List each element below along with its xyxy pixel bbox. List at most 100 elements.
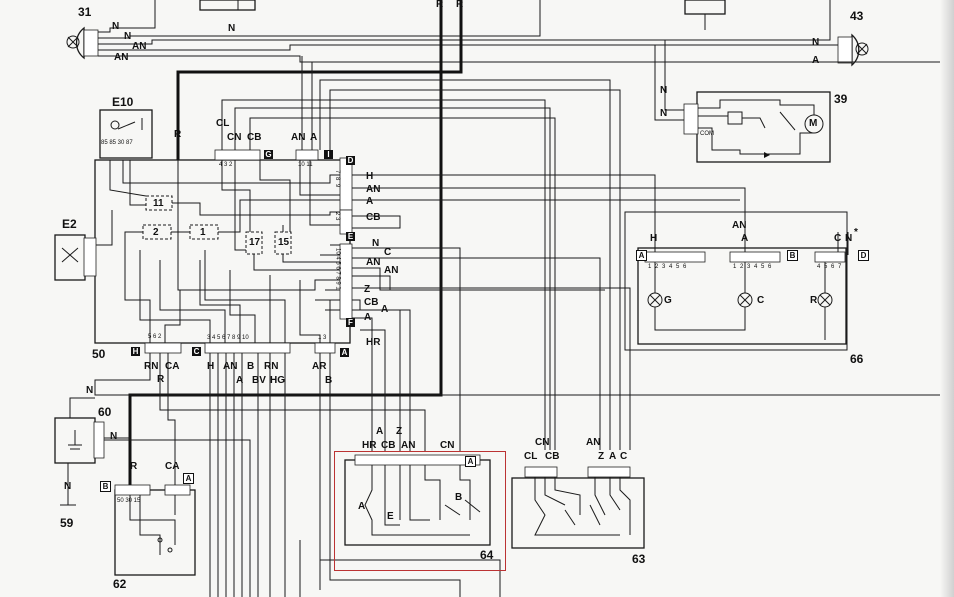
connector-code-a-66: A [636,250,647,261]
component-62 [114,484,196,576]
wire-h-bottom: H [207,361,215,372]
component-66 [624,211,848,351]
wires-top [98,0,838,485]
wire-b-bottom-2: B [325,375,333,386]
connector-code-a-64: A [465,456,476,467]
connector-code-a-62: A [183,473,194,484]
wire-a-top: A [310,132,318,143]
component-60 [54,397,130,506]
connector-code-e: E [346,232,355,241]
wire-b-bottom: B [247,361,255,372]
wire-an-right: AN [366,184,381,195]
c66-h: H [650,233,658,244]
c62-ca: CA [165,461,180,472]
c66-c: C [834,233,842,244]
c66-lamp-g: G [664,295,672,306]
c39-com: COM [700,131,714,137]
c63-z: Z [598,451,605,462]
pins-62: 50 30 15 [117,498,141,504]
wire-cb-right: CB [366,212,381,223]
component-64 [344,454,491,546]
wire-an-bottom: AN [223,361,238,372]
c64-an: AN [401,440,416,451]
component-e2 [54,234,97,281]
c63-c: C [620,451,628,462]
wire-a-right-2: A [364,312,372,323]
label-e10: E10 [112,95,134,109]
label-39: 39 [834,92,848,106]
wire-cb: CB [247,132,262,143]
pins-h: 5 6 2 [148,334,162,340]
wire-rn-bottom: RN [144,361,159,372]
page-edge-shadow [940,0,954,597]
c31-an1: AN [132,41,147,52]
pins-i: 10 11 [298,162,313,168]
pins-a: 1 3 [318,335,327,341]
wire-ca-bottom: CA [165,361,180,372]
connector-code-h: H [131,347,140,356]
label-62: 62 [113,577,127,591]
pins-f: 10 4 5 6 7 8 9 1 [334,248,341,290]
connector-code-b-62: B [100,481,111,492]
wire-a-bottom: A [236,375,244,386]
c66-an: AN [732,220,747,231]
wire-an-right-3: AN [384,265,399,276]
wire-r-bottom: R [157,374,165,385]
label-59: 59 [60,516,74,530]
connector-code-a: A [340,348,349,357]
component-e10 [99,109,153,159]
c39-motor: M [809,118,818,129]
wire-r-left: R [174,129,182,140]
connector-code-d-66: D [858,250,869,261]
component-31-lamp [66,26,99,60]
wire-an-right-2: AN [366,257,381,268]
c64-cb: CB [381,440,396,451]
c64-z-top: Z [396,426,403,437]
c60-n3: N [64,481,72,492]
wire-an-top: AN [291,132,306,143]
pins-d: 7 8 9 [334,170,340,189]
c64-b: B [455,492,463,503]
c66-n: N [845,233,853,244]
pins-66a: 1 2 3 4 5 6 [648,264,688,270]
connector-code-b-66: B [787,250,798,261]
c64-cn: CN [440,440,455,451]
c39-n2: N [660,108,668,119]
wire-c-right: C [384,247,392,258]
connector-code-i: I [324,150,333,159]
pins-g: 4 3 2 [219,162,233,168]
c43-n: N [812,37,820,48]
c60-n2: N [110,431,118,442]
c39-n1: N [660,85,668,96]
wire-a-right: A [366,196,374,207]
c63-a: A [609,451,617,462]
wire-bv-bottom: BV [252,375,266,386]
wire-r-top-2: R [456,0,464,10]
label-50: 50 [92,347,106,361]
c66-lamp-c: C [757,295,765,306]
c64-e: E [387,511,394,522]
pins-66c: 4 5 6 7 [817,264,843,270]
wire-r-top-1: R [436,0,444,10]
c66-a: A [741,233,749,244]
c31-an2: AN [114,52,129,63]
wire-ar-bottom: AR [312,361,327,372]
label-63: 63 [632,552,646,566]
c63-an: AN [586,437,601,448]
c62-r: R [130,461,138,472]
component-50-box [94,159,351,344]
wire-hg-bottom: HG [270,375,285,386]
component-43-lamp [837,33,869,67]
label-43: 43 [850,9,864,23]
label-64: 64 [480,548,494,562]
c66-lamp-r: R [810,295,818,306]
relay-15: 15 [278,237,290,248]
component-63 [511,466,645,549]
wire-cl: CL [216,118,230,129]
wire-z-right: Z [364,284,371,295]
component-39 [654,40,831,163]
pins-66b: 1 2 3 4 5 6 [733,264,773,270]
wire-n-right: N [372,238,380,249]
